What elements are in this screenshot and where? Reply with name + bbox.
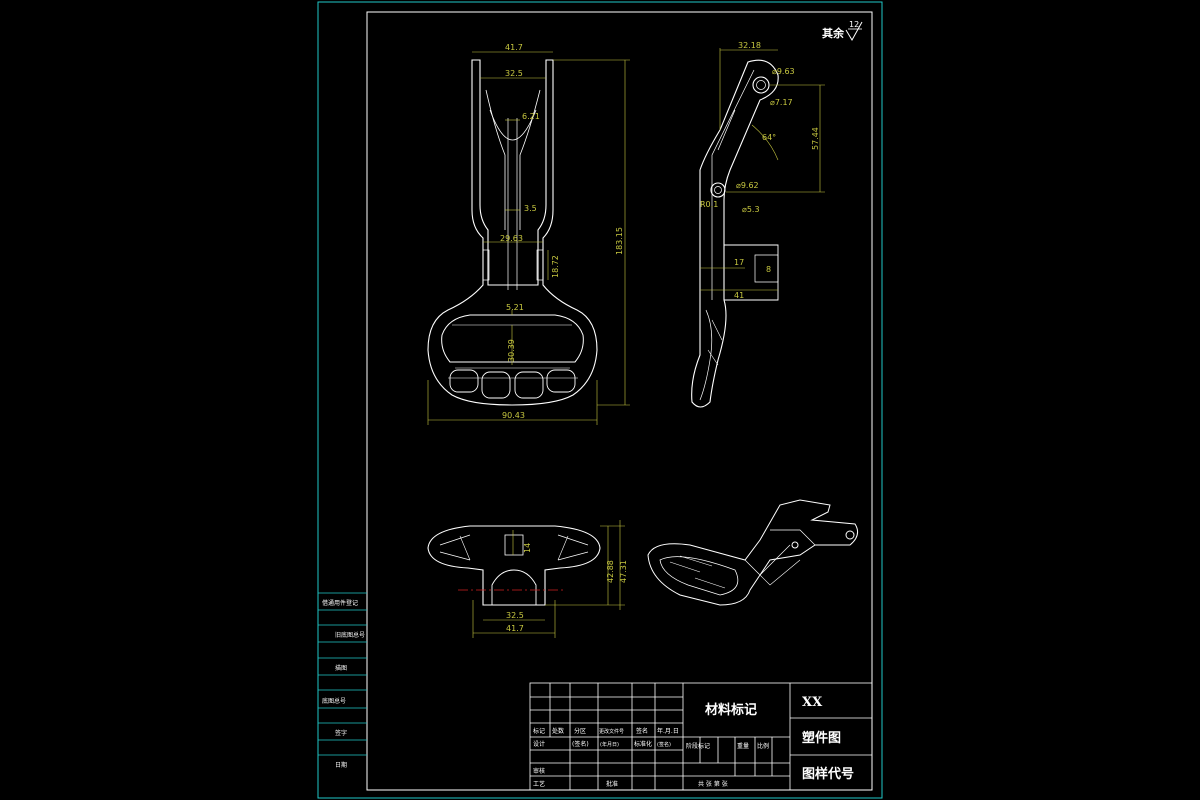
dim-neck-width: 29.63 [500,234,523,243]
dim-top-inner-width: 32.5 [505,69,523,78]
dim-top-width: 32.18 [738,41,761,50]
roughness-symbol: 其余 12 [822,20,863,41]
isometric-view [647,499,859,606]
row-label-4: 签名 [636,727,648,735]
dim-outer-width: 41.7 [506,624,524,633]
material-mark: 材料标记 [705,702,757,718]
dim-neck-height: 18.72 [551,255,560,278]
dim-small-gap: 5.21 [506,303,524,312]
side-panel [318,592,367,756]
drawing-code: 图样代号 [802,766,854,782]
side-label-0: 借通用件登记 [322,599,358,607]
designer-label: 设计 [533,740,545,748]
dim-small-r: R0.1 [700,200,718,209]
title-block-text: 材料标记 XX 塑件图 图样代号 标记 处数 分区 更改文件号 签名 年.月.日… [533,695,854,788]
sheet-info: 共 张 第 张 [698,780,728,788]
side-panel-labels: 借通用件登记 旧底图总号 描图 底图总号 签字 日期 [322,599,365,769]
row-label-5: 年.月.日 [657,727,679,735]
side-view-dim-text: 32.18 ⌀9.63 ⌀7.17 64° 57.44 ⌀9.62 ⌀5.3 R… [700,41,820,300]
side-label-4: 签字 [335,729,347,737]
top-view [427,525,601,606]
dim-inner-width: 32.5 [506,611,524,620]
drawing-name: 塑件图 [802,730,841,746]
dim-top-outer-width: 41.7 [505,43,523,52]
dim-hole-top: ⌀9.63 [772,67,795,76]
outer-frame [317,1,883,799]
standard-sign: (签名) [657,741,671,748]
roughness-value: 12 [849,20,859,29]
dim-height-b: 47.31 [619,560,628,583]
row-label-1: 处数 [552,727,564,735]
approve-label: 批准 [606,780,618,788]
side-view [691,59,779,408]
dim-rib-height: 14 [523,543,532,553]
row-label-3: 更改文件号 [599,728,624,735]
dim-overall-width: 90.43 [502,411,525,420]
review-label: 审核 [533,767,545,775]
top-view-dim-text: 14 42.88 47.31 32.5 41.7 [506,543,628,633]
process-label: 工艺 [533,780,545,788]
stage-label: 阶段标记 [686,742,710,750]
dim-slot-width: 3.5 [524,204,537,213]
roughness-label: 其余 [822,26,845,40]
side-label-2: 描图 [335,664,347,672]
weight-label: 重量 [737,742,749,750]
side-label-5: 日期 [335,761,347,769]
side-label-3: 底图总号 [322,697,346,705]
dim-angle: 64° [762,133,776,142]
company-name: XX [802,695,823,710]
dim-rib-width: 6.21 [522,112,540,121]
dim-hole-mid-b: ⌀5.3 [742,205,760,214]
dim-tab-len: 41 [734,291,744,300]
row-label-2: 分区 [574,727,586,735]
scale-label: 比例 [757,742,769,750]
dim-tab-height: 8 [766,265,771,274]
dim-hole-pitch: 57.44 [811,127,820,150]
dim-hole-mid: ⌀9.62 [736,181,759,190]
dim-height-a: 42.88 [606,560,615,583]
top-view-dims [472,520,625,638]
designer-date: (年月日) [600,741,619,748]
dim-hole-top-b: ⌀7.17 [770,98,793,107]
dim-tab-width: 17 [734,258,744,267]
inner-frame [366,11,873,791]
designer-sign: (签名) [572,740,589,748]
side-label-1: 旧底图总号 [335,631,365,639]
dim-overall-height: 183.15 [615,227,624,255]
title-block [529,682,873,791]
front-view-dim-text: 41.7 32.5 6.21 3.5 29.63 18.72 5.21 30.3… [500,43,624,420]
front-view-dims [427,51,630,425]
side-view-dims [700,48,825,291]
row-label-0: 标记 [533,727,545,735]
standard-label: 标准化 [634,740,652,748]
dim-opening-height: 30.39 [507,339,516,362]
